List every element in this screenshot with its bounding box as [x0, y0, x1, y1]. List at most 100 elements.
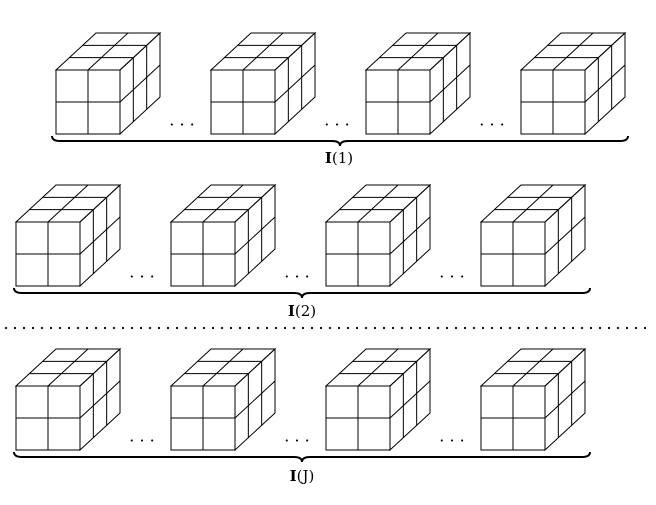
separator-dot — [328, 326, 332, 330]
ellipsis-3-1: · · · — [129, 431, 154, 450]
separator-dot — [49, 326, 53, 330]
separator-dot — [193, 326, 197, 330]
separator-dot — [436, 326, 440, 330]
separator-dot — [643, 326, 647, 330]
tensor-block-2-1 — [14, 183, 122, 288]
separator-dot — [112, 326, 116, 330]
separator-dot — [544, 326, 548, 330]
separator-dot — [103, 326, 107, 330]
separator-dot — [220, 326, 224, 330]
separator-dot — [211, 326, 215, 330]
tensor-block-2-2 — [169, 183, 277, 288]
separator-dot — [526, 326, 530, 330]
separator-dot — [256, 326, 260, 330]
row-label-2: I(2) — [287, 302, 317, 320]
separator-dot — [616, 326, 620, 330]
separator-dot — [247, 326, 251, 330]
separator-dot — [382, 326, 386, 330]
separator-dot — [427, 326, 431, 330]
separator-dot — [121, 326, 125, 330]
tensor-block-3-3 — [324, 347, 432, 452]
separator-dot — [13, 326, 17, 330]
separator-dot — [589, 326, 593, 330]
separator-dot — [157, 326, 161, 330]
separator-dot — [598, 326, 602, 330]
separator-dot — [94, 326, 98, 330]
tensor-block-1-3 — [364, 31, 472, 136]
ellipsis-1-2: · · · — [324, 115, 349, 134]
separator-dot — [175, 326, 179, 330]
separator-dot — [409, 326, 413, 330]
separator-dot — [571, 326, 575, 330]
separator-dot — [355, 326, 359, 330]
separator-dot — [283, 326, 287, 330]
row-label-1: I(1) — [324, 149, 354, 167]
tensor-block-2-3 — [324, 183, 432, 288]
separator-dot — [4, 326, 8, 330]
separator-dot — [85, 326, 89, 330]
separator-dot — [346, 326, 350, 330]
separator-dot — [418, 326, 422, 330]
ellipsis-2-1: · · · — [129, 267, 154, 286]
separator-dot — [130, 326, 134, 330]
separator-dot — [148, 326, 152, 330]
separator-dot — [301, 326, 305, 330]
underbrace-3 — [13, 451, 591, 463]
separator-dot — [499, 326, 503, 330]
separator-dot — [490, 326, 494, 330]
separator-dot — [364, 326, 368, 330]
separator-dot — [472, 326, 476, 330]
separator-dot — [463, 326, 467, 330]
separator-dot — [202, 326, 206, 330]
separator-dot — [184, 326, 188, 330]
separator-dot — [319, 326, 323, 330]
ellipsis-2-3: · · · — [439, 267, 464, 286]
underbrace-1 — [51, 135, 629, 147]
tensor-block-1-1 — [54, 31, 162, 136]
separator-dot — [562, 326, 566, 330]
separator-dot — [229, 326, 233, 330]
separator-dot — [400, 326, 404, 330]
tensor-block-1-4 — [519, 31, 627, 136]
row-label-J: I(J) — [289, 467, 315, 485]
separator-dot — [445, 326, 449, 330]
separator-dot — [58, 326, 62, 330]
separator-dot — [274, 326, 278, 330]
separator-dot — [553, 326, 557, 330]
tensor-block-3-2 — [169, 347, 277, 452]
separator-dot — [634, 326, 638, 330]
separator-dot — [391, 326, 395, 330]
ellipsis-3-2: · · · — [284, 431, 309, 450]
separator-dot — [373, 326, 377, 330]
separator-dot — [67, 326, 71, 330]
separator-dot — [31, 326, 35, 330]
separator-dot — [508, 326, 512, 330]
ellipsis-2-2: · · · — [284, 267, 309, 286]
separator-dot — [481, 326, 485, 330]
separator-dot — [310, 326, 314, 330]
separator-dot — [76, 326, 80, 330]
separator-dot — [265, 326, 269, 330]
separator-dot — [139, 326, 143, 330]
underbrace-2 — [13, 287, 591, 299]
separator-dot — [625, 326, 629, 330]
separator-dot — [22, 326, 26, 330]
tensor-block-1-2 — [209, 31, 317, 136]
separator-dot — [238, 326, 242, 330]
ellipsis-1-1: · · · — [169, 115, 194, 134]
tensor-block-3-1 — [14, 347, 122, 452]
ellipsis-1-3: · · · — [479, 115, 504, 134]
separator-dot — [166, 326, 170, 330]
tensor-block-2-4 — [479, 183, 587, 288]
tensor-block-3-4 — [479, 347, 587, 452]
separator-dot — [580, 326, 584, 330]
ellipsis-3-3: · · · — [439, 431, 464, 450]
separator-dot — [535, 326, 539, 330]
separator-dot — [292, 326, 296, 330]
separator-dot — [337, 326, 341, 330]
separator-dot — [454, 326, 458, 330]
separator-dot — [607, 326, 611, 330]
separator-dot — [517, 326, 521, 330]
